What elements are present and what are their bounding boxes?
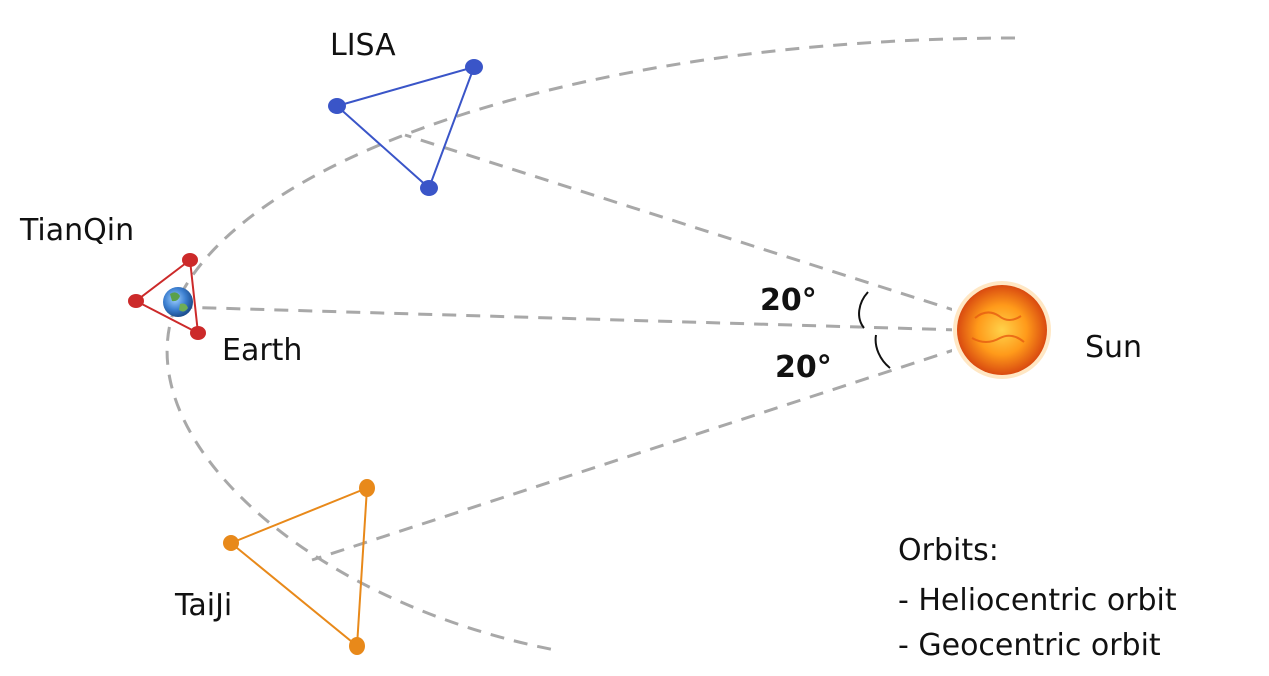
angle-label-lower: 20° [775,350,832,385]
lisa-spacecraft [420,180,438,196]
sun-to-taiji-line [311,346,961,562]
angle-label-upper: 20° [760,283,817,318]
angle-arc-upper [858,291,869,329]
sun-label: Sun [1085,330,1142,365]
heliocentric-orbit-arc [165,36,1016,652]
taiji-spacecraft [359,479,375,497]
earth-icon [163,287,193,317]
taiji-constellation [223,479,375,655]
lisa-spacecraft [465,59,483,75]
angle-arc-lower [874,334,891,369]
taiji-label: TaiJi [174,588,232,623]
orbits-legend: Orbits: - Heliocentric orbit - Geocentri… [898,533,1177,663]
lisa-spacecraft [328,98,346,114]
lisa-label: LISA [330,28,396,63]
legend-item-geocentric: - Geocentric orbit [898,628,1161,663]
tianqin-spacecraft [128,294,144,308]
earth-label: Earth [222,333,302,368]
sun-to-earth-line [177,305,961,332]
lisa-constellation [328,59,483,196]
sun-to-lisa-line [404,133,961,314]
tianqin-constellation [128,253,206,340]
sun-icon [952,281,1054,379]
taiji-spacecraft [223,535,239,551]
legend-title: Orbits: [898,533,999,568]
tianqin-spacecraft [182,253,198,267]
tianqin-label: TianQin [19,213,134,248]
taiji-spacecraft [349,637,365,655]
legend-item-heliocentric: - Heliocentric orbit [898,583,1177,618]
tianqin-spacecraft [190,326,206,340]
